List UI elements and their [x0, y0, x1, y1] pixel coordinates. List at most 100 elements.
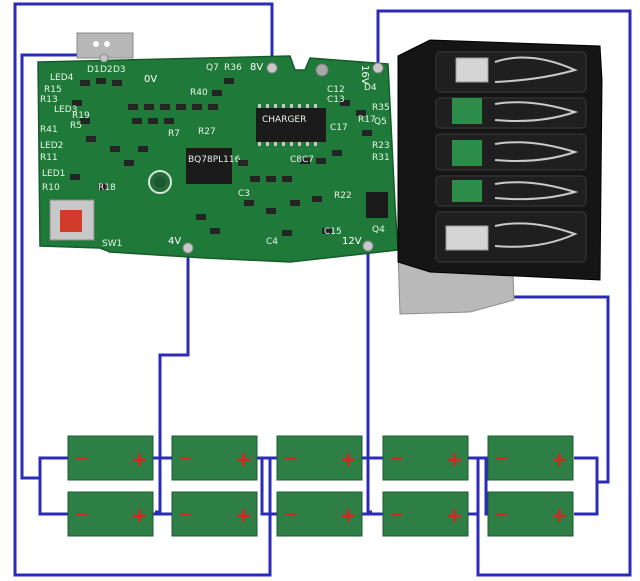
cell-minus-sign: − — [178, 448, 193, 469]
cell-body — [487, 491, 574, 537]
pad-4v — [182, 242, 194, 254]
contact-blade — [445, 225, 489, 251]
cell-minus-sign: − — [74, 448, 89, 469]
silk-label: D1 — [87, 65, 100, 75]
chip-ic3 — [366, 192, 388, 218]
battery-cell: −+ — [487, 435, 574, 481]
battery-cell: −+ — [67, 435, 154, 481]
cell-plus-sign: + — [235, 503, 252, 527]
cell-body — [382, 435, 469, 481]
silk-label: R5 — [70, 121, 82, 131]
cell-body — [276, 435, 363, 481]
cell-plus-sign: + — [551, 447, 568, 471]
charger-pcb: CHARGER BQ78PL116 — [37, 32, 399, 263]
battery-cells: −+−+−+−+−+−+−+−+−+−+ — [67, 435, 574, 537]
battery-cell: −+ — [487, 491, 574, 537]
silk-label: R15 — [44, 85, 62, 95]
silk-label: D4 — [364, 83, 377, 93]
silk-label: R41 — [40, 125, 58, 135]
battery-cell: −+ — [276, 435, 363, 481]
cell-body — [67, 491, 154, 537]
silk-label: C3 — [238, 189, 250, 199]
silk-label: R40 — [190, 88, 208, 98]
jumper-right-parallel — [574, 456, 599, 516]
silk-label: R10 — [42, 183, 60, 193]
silkscreen: LED4 D1 D2 D3 Q7 R36 R13 R15 LED3 R19 R4… — [40, 63, 390, 249]
wire-4v — [155, 250, 190, 514]
pad-12v — [362, 240, 374, 252]
silk-label: R36 — [224, 63, 242, 73]
pad-16v — [372, 62, 384, 74]
contact-blade — [455, 57, 489, 83]
pad-label-0v: 0V — [144, 74, 157, 85]
pad-label-4v: 4V — [168, 236, 181, 247]
cell-minus-sign: − — [494, 448, 509, 469]
cell-body — [276, 491, 363, 537]
cell-plus-sign: + — [340, 447, 357, 471]
jumper-left-parallel — [38, 456, 68, 516]
silk-label: R17 — [358, 115, 376, 125]
silk-label: D3 — [113, 65, 126, 75]
pad-0v — [99, 53, 109, 63]
silk-label: C4 — [266, 237, 278, 247]
wire-bplus — [470, 295, 610, 484]
jumper-2-3 — [257, 456, 277, 516]
silk-label: R27 — [198, 127, 216, 137]
silk-label: C17 — [330, 123, 348, 133]
silk-label: R13 — [40, 95, 58, 105]
wire-12v — [366, 248, 372, 514]
cell-plus-sign: + — [551, 503, 568, 527]
cell-body — [171, 435, 258, 481]
silk-label: SW1 — [102, 239, 122, 249]
cell-minus-sign: − — [389, 504, 404, 525]
pad-8v — [266, 62, 278, 74]
chip-marking: CHARGER — [262, 115, 306, 125]
cell-plus-sign: + — [446, 447, 463, 471]
cell-minus-sign: − — [283, 448, 298, 469]
silk-label: Q5 — [374, 117, 387, 127]
battery-cell: −+ — [67, 491, 154, 537]
cell-body — [487, 435, 574, 481]
chip-ic1 — [256, 108, 326, 142]
silk-label: C15 — [324, 227, 342, 237]
silk-label: R7 — [168, 129, 180, 139]
silk-label: R35 — [372, 103, 390, 113]
cell-body — [171, 491, 258, 537]
cell-body — [67, 435, 154, 481]
cell-body — [382, 491, 469, 537]
silk-label: R31 — [372, 153, 390, 163]
silk-label: R11 — [40, 153, 58, 163]
battery-connector — [397, 39, 603, 315]
switch-button — [60, 210, 82, 232]
pad-label-16v: 16V — [359, 65, 370, 85]
silk-label: R22 — [334, 191, 352, 201]
silk-label: C13 — [327, 95, 345, 105]
battery-cell: −+ — [276, 491, 363, 537]
cell-minus-sign: − — [389, 448, 404, 469]
cell-minus-sign: − — [74, 504, 89, 525]
cell-plus-sign: + — [131, 447, 148, 471]
cell-plus-sign: + — [340, 503, 357, 527]
silk-label: LED2 — [40, 141, 63, 151]
silk-label: R18 — [98, 183, 116, 193]
silk-label: C12 — [327, 85, 345, 95]
wire-0v — [20, 53, 104, 480]
silk-label: R23 — [372, 141, 390, 151]
cell-plus-sign: + — [446, 503, 463, 527]
chip-marking: BQ78PL116 — [188, 155, 241, 165]
silk-label: LED4 — [50, 73, 74, 83]
silk-label: Q7 — [206, 63, 219, 73]
silk-label: C7 — [302, 155, 314, 165]
chip-ic2 — [186, 148, 232, 184]
battery-cell: −+ — [382, 435, 469, 481]
battery-cell: −+ — [171, 491, 258, 537]
silk-label: R19 — [72, 111, 90, 121]
battery-cell: −+ — [171, 435, 258, 481]
silk-label: LED1 — [42, 169, 65, 179]
cell-minus-sign: − — [178, 504, 193, 525]
silk-label: Q4 — [372, 225, 385, 235]
battery-cell: −+ — [382, 491, 469, 537]
pad-label-12v: 12V — [342, 236, 362, 247]
cell-plus-sign: + — [235, 447, 252, 471]
